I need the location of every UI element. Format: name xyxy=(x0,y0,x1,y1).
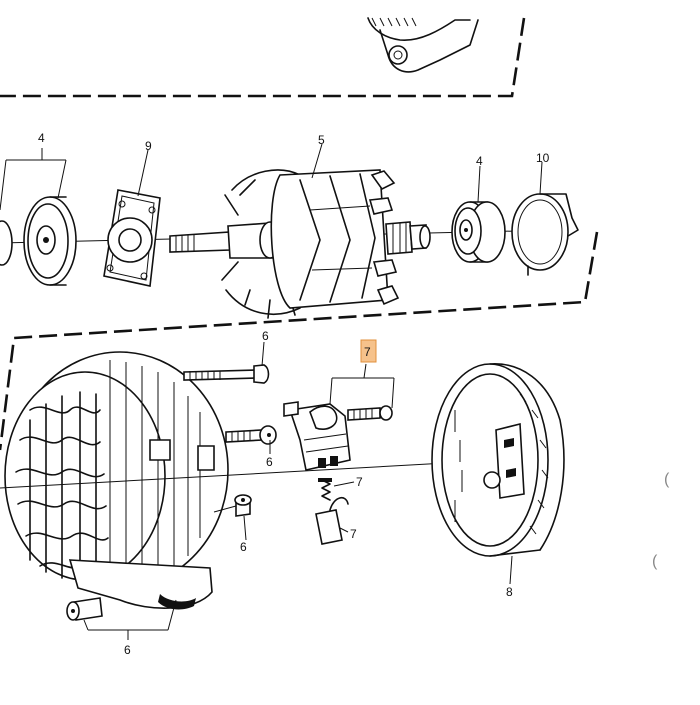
bearing-plate xyxy=(103,189,161,287)
screw-long xyxy=(183,364,270,384)
drive-end-housing xyxy=(4,351,229,610)
sleeve-small xyxy=(213,494,252,517)
leader-lines xyxy=(0,143,543,640)
callout-bearing-left: 4 xyxy=(38,131,45,145)
callout-plate: 9 xyxy=(145,139,152,153)
highlight-box xyxy=(360,339,377,363)
dashed-frame-lines xyxy=(0,17,599,451)
callout-screw-mid: 6 xyxy=(266,455,273,469)
bearing-left xyxy=(0,196,77,286)
retaining-ring xyxy=(511,193,579,276)
callout-sleeve-small: 6 xyxy=(240,540,247,554)
callout-sleeve-bottom: 6 xyxy=(124,643,131,657)
callout-rotor: 5 xyxy=(318,133,325,147)
top-bracket-part xyxy=(367,17,479,73)
screw-mid xyxy=(225,425,277,445)
callout-screw-top: 6 xyxy=(262,329,269,343)
rotor-assembly xyxy=(169,169,431,319)
callout-brush-spring: 7 xyxy=(356,475,363,489)
edge-mark-1: ( xyxy=(664,471,670,488)
bearing-right xyxy=(451,201,506,263)
brush xyxy=(315,497,349,545)
housing-axis-line xyxy=(0,459,501,489)
callout-bearing-right: 4 xyxy=(476,154,483,168)
edge-mark-2: ( xyxy=(652,553,658,570)
callout-regulator-highlighted[interactable]: 7 xyxy=(364,345,371,359)
voltage-regulator xyxy=(283,401,351,471)
callout-brush: 7 xyxy=(350,527,357,541)
slip-ring-end-shield xyxy=(431,363,565,557)
brush-spring xyxy=(318,478,332,501)
screw-small xyxy=(347,405,393,421)
callout-ring: 10 xyxy=(536,151,550,165)
callout-labels: 4 9 5 4 10 6 7 6 7 7 6 8 6 ( ( xyxy=(38,131,670,657)
sleeve-bottom xyxy=(66,597,103,621)
callout-end-shield: 8 xyxy=(506,585,513,599)
